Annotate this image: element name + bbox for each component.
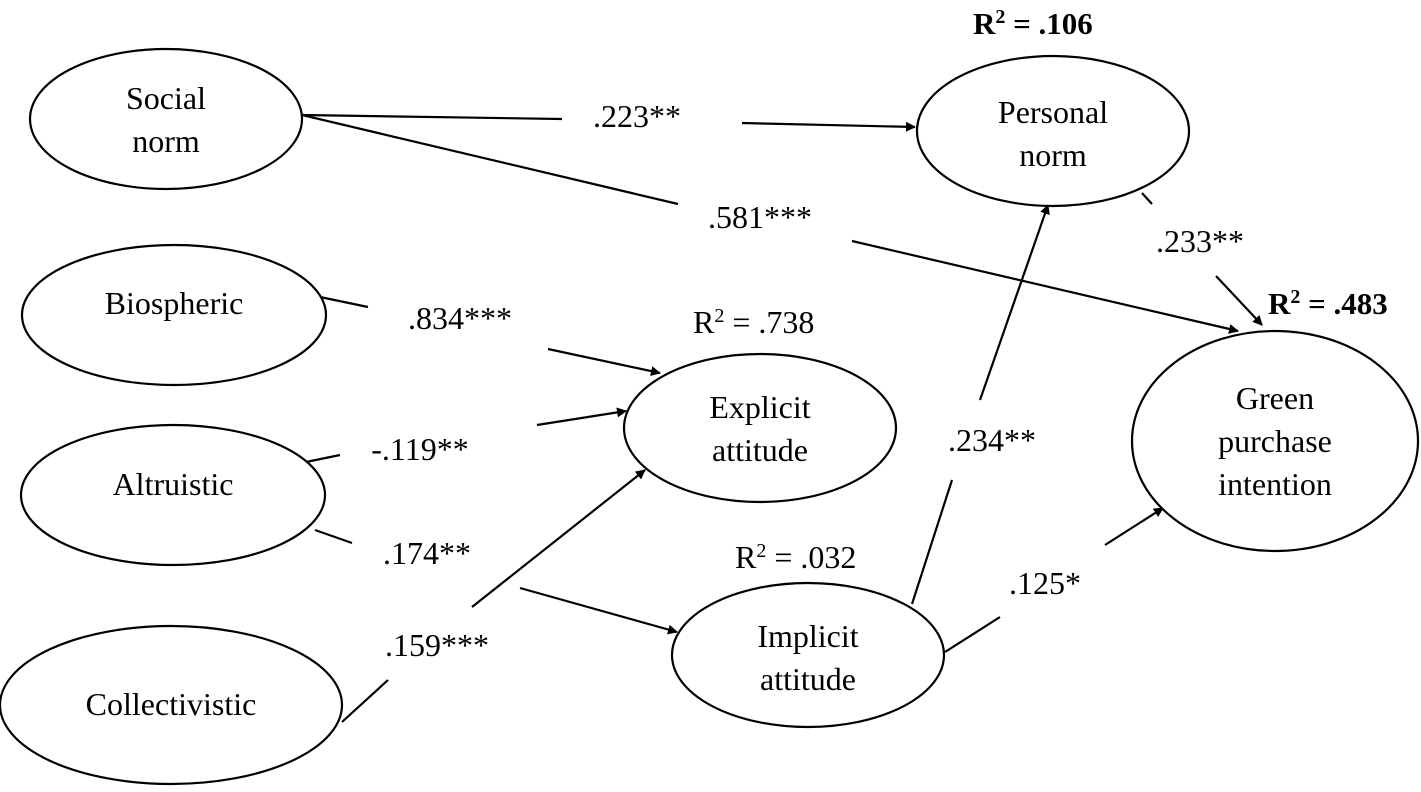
path-label-collectivistic-to-explicit: .159*** [385, 627, 489, 663]
node-collectivistic: Collectivistic [0, 624, 344, 786]
node-explicit-attitude: Explicit attitude [622, 352, 898, 504]
node-implicit-attitude: Implicit attitude [670, 581, 946, 729]
path-label-social-to-green: .581*** [708, 199, 812, 235]
node-green-line-2: purchase [1218, 423, 1332, 459]
path-label-social-to-personal: .223** [593, 98, 681, 134]
node-green-purchase-intention: Green purchase intention [1130, 329, 1420, 553]
edge-biospheric-to-explicit [319, 295, 661, 377]
edge-social-to-personal [301, 113, 916, 132]
node-personal-norm-line-1: Personal [998, 94, 1108, 130]
node-biospheric: Biospheric [20, 243, 328, 387]
path-label-altruistic-to-explicit: -.119** [371, 431, 468, 467]
path-label-implicit-to-personal: .234** [948, 422, 1036, 458]
path-label-biospheric-to-explicit: .834*** [408, 300, 512, 336]
r2-explicit-attitude: R2 = .738 [693, 304, 814, 340]
node-social-norm-line-1: Social [126, 80, 206, 116]
node-altruistic: Altruistic [19, 423, 327, 567]
node-explicit-attitude-line-1: Explicit [709, 389, 810, 425]
node-implicit-attitude-line-1: Implicit [757, 618, 858, 654]
node-personal-norm-line-2: norm [1019, 137, 1087, 173]
edge-implicit-to-personal [910, 204, 1050, 605]
node-altruistic-label: Altruistic [113, 466, 234, 502]
r2-personal-norm: R2 = .106 [973, 6, 1093, 41]
edge-altruistic-to-explicit [305, 407, 627, 464]
edge-collectivistic-to-explicit [341, 469, 646, 723]
node-biospheric-label: Biospheric [105, 285, 244, 321]
node-personal-norm: Personal norm [915, 54, 1191, 208]
node-implicit-attitude-line-2: attitude [760, 661, 856, 697]
node-green-line-3: intention [1218, 466, 1332, 502]
r2-green-purchase-intention: R2 = .483 [1268, 286, 1388, 321]
node-collectivistic-label: Collectivistic [86, 686, 257, 722]
r2-implicit-attitude: R2 = .032 [735, 539, 856, 575]
edge-social-to-green [301, 113, 1239, 334]
node-green-line-1: Green [1236, 380, 1314, 416]
path-label-personal-to-green: .233** [1156, 223, 1244, 259]
node-explicit-attitude-line-2: attitude [712, 432, 808, 468]
node-social-norm-line-2: norm [132, 123, 200, 159]
node-social-norm: Social norm [28, 47, 304, 191]
edge-implicit-to-green [944, 507, 1164, 653]
path-label-implicit-to-green: .125* [1009, 565, 1081, 601]
path-label-altruistic-to-implicit: .174** [383, 535, 471, 571]
edge-personal-to-green [1141, 192, 1263, 326]
edge-altruistic-to-implicit [314, 528, 678, 635]
